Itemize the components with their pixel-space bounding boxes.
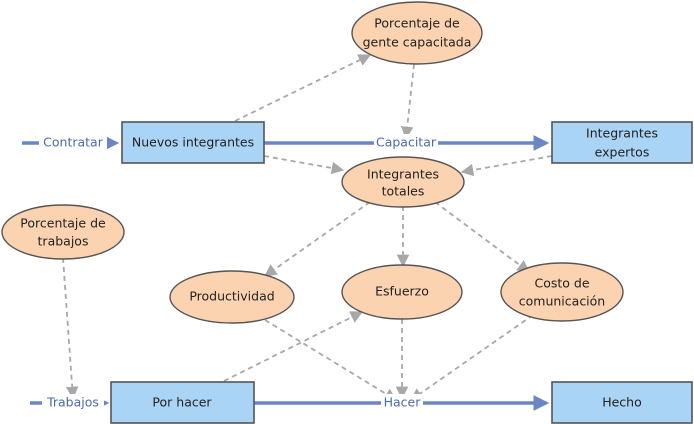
aux-label-line-1: Integrantes	[367, 167, 439, 182]
dep-nuevos-to-porcentaje-capacitada	[234, 54, 372, 122]
stock-nuevos-integrantes[interactable]: Nuevos integrantes	[121, 121, 265, 164]
aux-integrantes-totales[interactable]: Integrantes totales	[341, 156, 465, 208]
aux-costo-comunicacion[interactable]: Costo de comunicación	[500, 262, 624, 322]
aux-esfuerzo[interactable]: Esfuerzo	[341, 264, 463, 320]
aux-label-line-1: Porcentaje de	[20, 216, 106, 231]
stock-por-hacer[interactable]: Por hacer	[110, 381, 255, 424]
dep-porhacer-to-esfuerzo	[223, 311, 364, 382]
stock-label-line-2: expertos	[595, 145, 650, 160]
dependency-arrows	[62, 54, 553, 401]
dep-porcentaje-trabajos-to-trabajos	[62, 257, 79, 400]
flow-pipes	[22, 135, 550, 411]
dep-nuevos-to-totales	[263, 155, 345, 175]
aux-productividad[interactable]: Productividad	[169, 270, 295, 324]
stock-label: Hecho	[602, 395, 642, 410]
aux-label-line-1: Costo de	[534, 276, 589, 291]
aux-label: Esfuerzo	[375, 284, 429, 299]
hacer-flow-label: Hacer	[384, 395, 422, 410]
aux-label-line-2: totales	[382, 184, 425, 199]
dep-productividad-to-hacer	[264, 319, 398, 401]
dep-expertos-to-totales	[460, 155, 553, 177]
stock-label-line-1: Integrantes	[586, 126, 658, 141]
dep-porcentaje-capacitada-to-capacitar	[400, 63, 415, 140]
stock-label: Por hacer	[152, 395, 212, 410]
contratar-flow-label: Contratar	[43, 135, 104, 150]
stock-hecho[interactable]: Hecho	[551, 381, 693, 424]
aux-label-line-2: comunicación	[519, 294, 605, 309]
aux-label-line-2: trabajos	[38, 234, 89, 249]
aux-porcentaje-trabajos[interactable]: Porcentaje de trabajos	[1, 204, 125, 260]
flow-labels: Contratar Capacitar Trabajos Hacer	[39, 134, 438, 412]
stock-integrantes-expertos[interactable]: Integrantes expertos	[551, 121, 693, 164]
capacitar-flow-label: Capacitar	[376, 135, 437, 150]
dep-totales-to-costo	[434, 201, 531, 273]
aux-label-line-2: gente capacitada	[363, 35, 472, 50]
dep-costo-to-hacer	[409, 314, 534, 401]
aux-porcentaje-gente-capacitada[interactable]: Porcentaje de gente capacitada	[351, 1, 483, 65]
dep-totales-to-productividad	[263, 201, 371, 277]
trabajos-flow-label: Trabajos	[46, 395, 99, 410]
aux-label: Productividad	[189, 289, 274, 304]
aux-label-line-1: Porcentaje de	[374, 16, 460, 31]
stock-label: Nuevos integrantes	[132, 135, 254, 150]
